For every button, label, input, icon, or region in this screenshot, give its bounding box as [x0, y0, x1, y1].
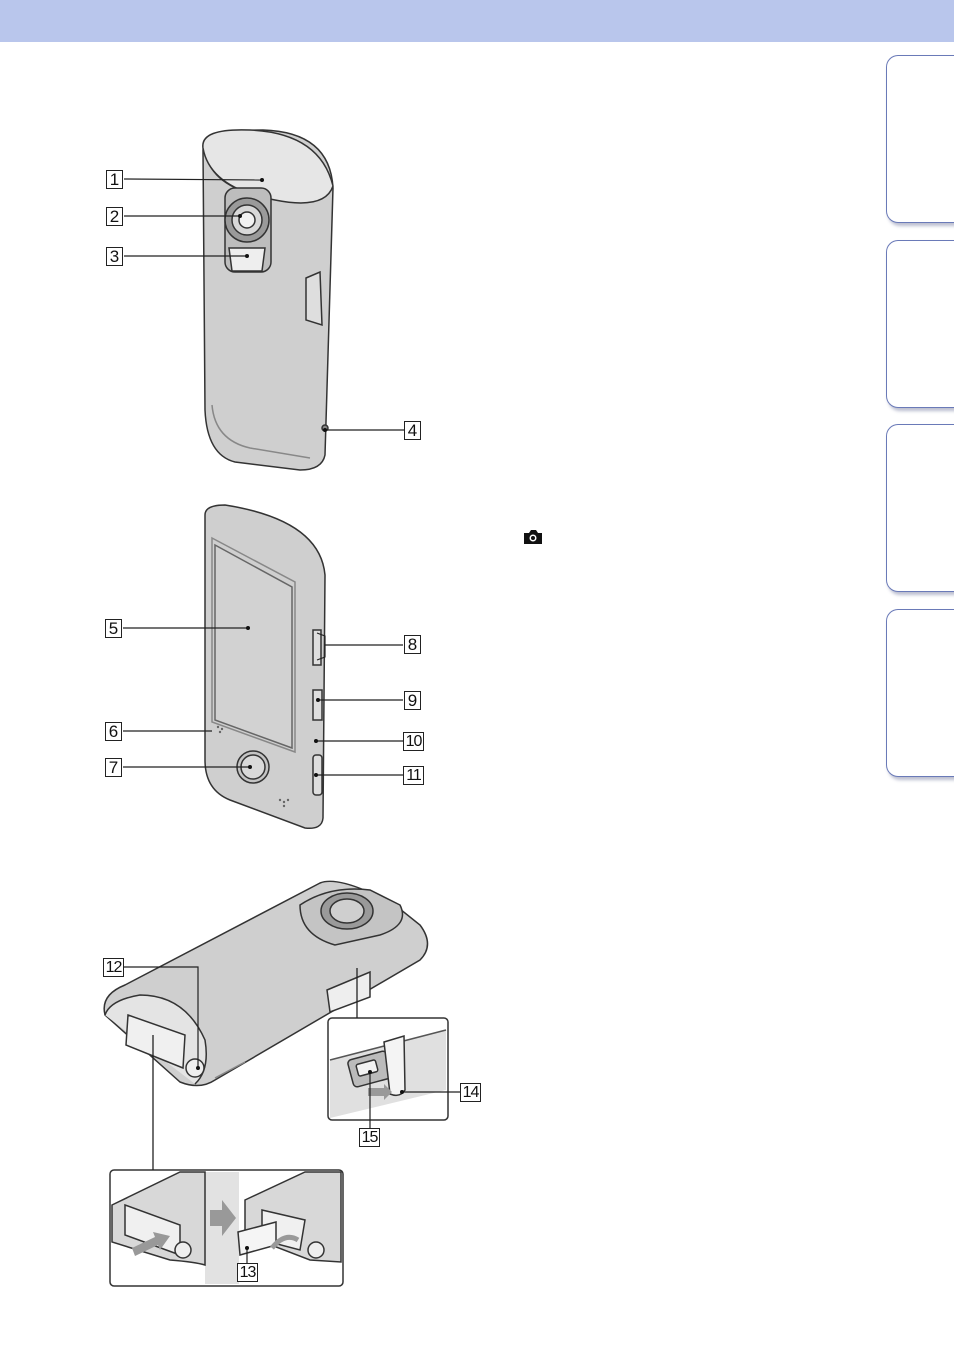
- memory-slot-inset: [110, 1170, 343, 1286]
- port-cover-inset: [328, 1018, 448, 1120]
- callout-1: 1: [106, 170, 123, 189]
- callout-11: 11: [403, 766, 424, 785]
- callout-4: 4: [404, 421, 421, 440]
- callout-8: 8: [404, 635, 421, 654]
- callout-13: 13: [237, 1263, 258, 1282]
- callout-15: 15: [359, 1128, 380, 1147]
- callout-3: 3: [106, 247, 123, 266]
- callout-9: 9: [404, 691, 421, 710]
- camera-front-view: [205, 505, 325, 828]
- camera-icon: [523, 529, 543, 545]
- callout-12: 12: [103, 958, 124, 977]
- callout-6: 6: [105, 722, 122, 741]
- callout-2: 2: [106, 207, 123, 226]
- callout-10: 10: [403, 732, 424, 751]
- callout-5: 5: [105, 619, 122, 638]
- callout-7: 7: [105, 758, 122, 777]
- callout-14: 14: [460, 1083, 481, 1102]
- camera-rear-view: [203, 130, 333, 470]
